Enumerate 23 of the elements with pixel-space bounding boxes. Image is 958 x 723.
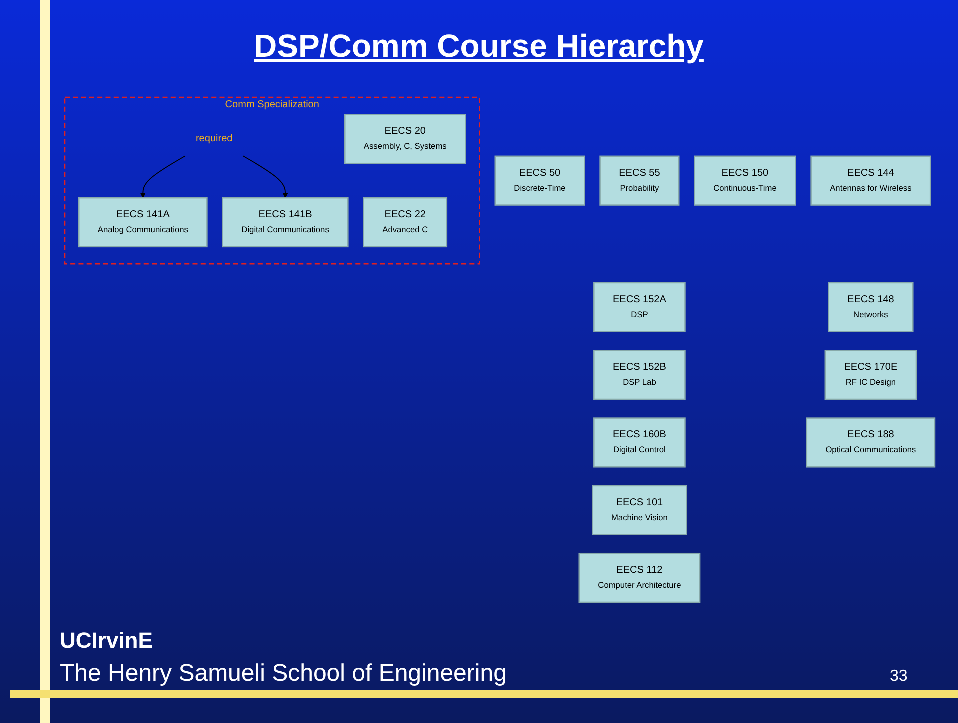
node-box: EECS 20 Assembly, C, Systems [344,114,466,164]
node-box: EECS 141A Analog Communications [78,197,208,248]
node-text: required [196,134,233,144]
slide-title: DSP/Comm Course Hierarchy [253,28,705,65]
node-box: EECS 112 Computer Architecture [578,552,701,604]
page-number: 33 [890,668,908,686]
university-name: UCIrvinE [60,628,153,654]
arrow [140,156,186,198]
node-box: EECS 160B Digital Control [594,418,686,468]
school-name: The Henry Samueli School of Engineering [60,660,507,688]
node-box: EECS 55 Probability [600,156,680,206]
node-box: EECS 152A DSP [594,282,686,332]
node-box: EECS 101 Machine Vision [592,485,688,536]
node-box: EECS 150 Continuous-Time [694,156,796,206]
node-box: EECS 144 Antennas for Wireless [810,156,932,206]
node-box: EECS 50 Discrete-Time [494,156,586,206]
node-box: EECS 148 Networks [828,282,914,332]
arrow [242,156,288,198]
node-box: EECS 141B Digital Communications [222,197,349,248]
node-box: EECS 170E RF IC Design [824,350,918,400]
node-box: EECS 152B DSP Lab [594,350,686,400]
node-box: EECS 22 Advanced C [363,197,448,248]
node-box: EECS 188 Optical Communications [806,418,936,468]
